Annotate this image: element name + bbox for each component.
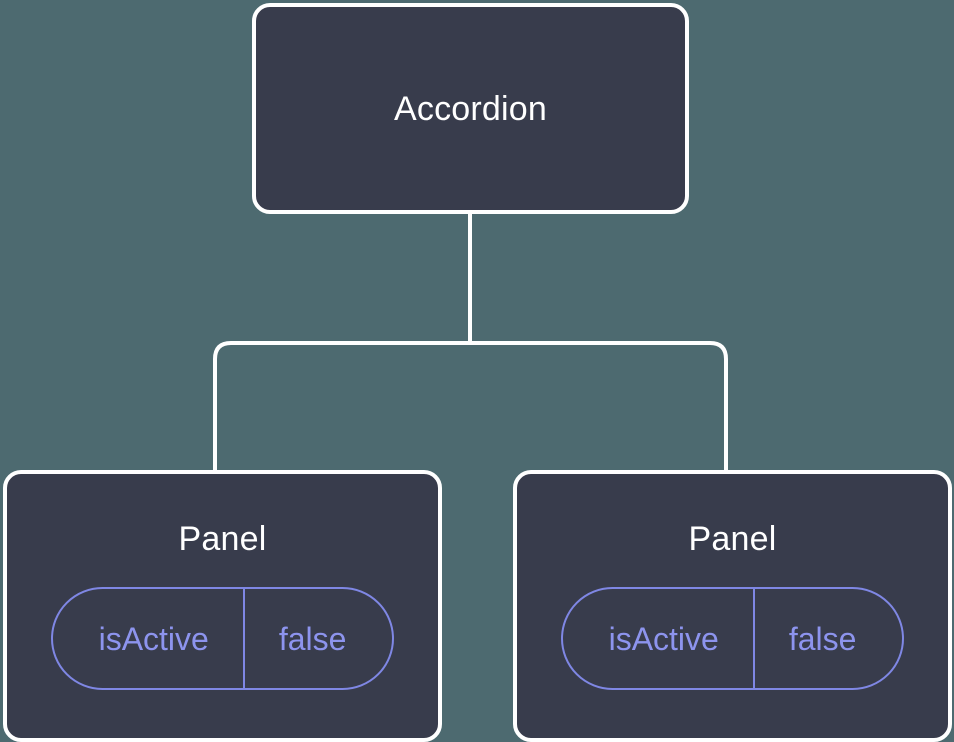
node-panel-2-label: Panel	[688, 520, 777, 558]
node-panel-2-prop-value: false	[752, 589, 903, 688]
node-panel-2[interactable]: Panel isActive false	[513, 470, 952, 742]
node-panel-1[interactable]: Panel isActive false	[3, 470, 442, 742]
node-panel-2-prop-isactive[interactable]: isActive false	[560, 587, 905, 690]
node-panel-2-prop-key: isActive	[608, 620, 719, 657]
node-panel-1-prop-value: false	[242, 589, 393, 688]
edge-bus-left	[213, 341, 470, 470]
node-accordion-label: Accordion	[394, 89, 547, 128]
edge-bus-right	[470, 341, 728, 470]
node-panel-1-prop-isactive[interactable]: isActive false	[50, 587, 395, 690]
node-panel-1-prop-key: isActive	[98, 620, 209, 657]
node-accordion[interactable]: Accordion	[252, 3, 689, 214]
node-panel-1-label: Panel	[178, 520, 267, 558]
